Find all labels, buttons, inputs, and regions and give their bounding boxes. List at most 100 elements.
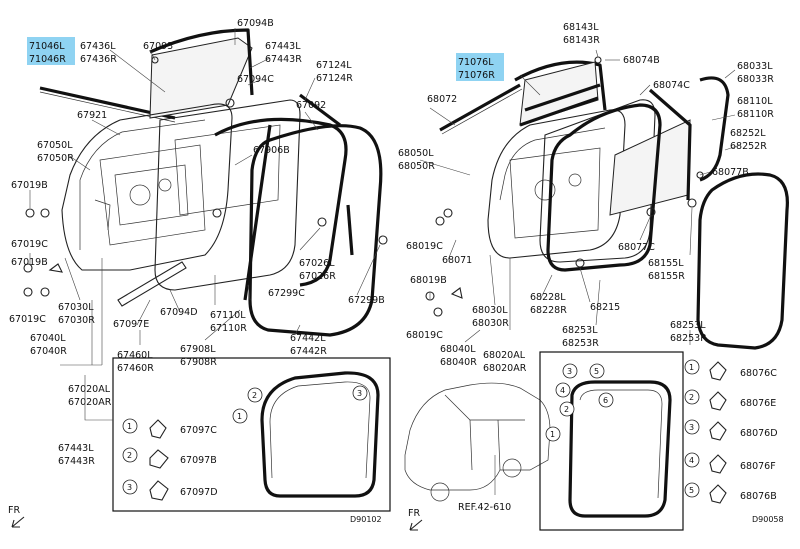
part-label: 67442R: [290, 346, 327, 357]
front-door-weatherstrip: [214, 117, 348, 287]
part-label: 67299C: [268, 288, 305, 299]
front-door-lower-molding: [117, 261, 187, 307]
highlight-box-front: [27, 37, 75, 65]
front-inset-box: [112, 357, 391, 512]
part-label: 68252R: [730, 141, 767, 152]
part-label: 68074C: [653, 80, 690, 91]
part-label: 68072: [427, 94, 457, 105]
rear-inset-callouts: 3 5 4 6 2 1: [545, 363, 614, 442]
part-label: 67019B: [11, 180, 48, 191]
part-label: 68020AR: [483, 363, 527, 374]
part-label: 67050R: [37, 153, 74, 164]
part-label: 68253R: [670, 333, 707, 344]
front-door-assembly: 71046L 71046R 67436L 67436R 67093 67094B…: [8, 18, 391, 528]
part-label: 67097E: [113, 319, 149, 330]
part-label: 67030L: [58, 302, 94, 313]
part-label: 68040L: [440, 344, 476, 355]
rear-glass-channel: [648, 88, 692, 201]
rear-body-weatherstrip: [696, 172, 789, 350]
part-label: 67443R: [58, 456, 95, 467]
part-label: 68071: [442, 255, 472, 266]
part-label: 67050L: [37, 140, 73, 151]
part-label: 68252L: [730, 128, 766, 139]
rear-quarter-seal: [524, 83, 601, 112]
ref-label: REF.42-610: [458, 502, 511, 513]
part-label: 68110L: [737, 96, 773, 107]
part-label: 67097C: [180, 425, 217, 436]
part-label: 68228R: [530, 305, 567, 316]
part-label: 67040R: [30, 346, 67, 357]
svg-text:4: 4: [689, 456, 694, 465]
front-door-glass: [149, 37, 253, 119]
fr-arrow-right: FR: [408, 508, 423, 531]
legend-item-5: 5 68076B: [684, 482, 777, 504]
front-inset-seal: [260, 371, 380, 498]
part-label: 67906B: [253, 145, 290, 156]
highlight-box-rear: [456, 53, 504, 81]
svg-text:2: 2: [689, 393, 694, 402]
rear-door-glass: [519, 61, 599, 126]
leader-lines-left: [29, 28, 381, 366]
part-label: 67443L: [265, 41, 301, 52]
part-label: 67436R: [80, 54, 117, 65]
rear-door-shell: [487, 109, 626, 259]
rear-quarter-seal-2: [519, 96, 599, 127]
part-label: 67442L: [290, 333, 326, 344]
svg-text:2: 2: [564, 405, 569, 414]
part-label: 68228L: [530, 292, 566, 303]
part-label: 67110L: [210, 310, 246, 321]
part-label: 68110R: [737, 109, 774, 120]
svg-text:6: 6: [603, 396, 608, 405]
rear-inset-box: [539, 351, 684, 531]
part-label: 68050R: [398, 161, 435, 172]
part-label-highlight: 71046L: [29, 41, 65, 52]
rear-glass-run: [514, 60, 607, 111]
svg-text:2: 2: [252, 391, 257, 400]
legend-item-2: 2 67097B: [122, 447, 217, 469]
front-door-shell: [61, 103, 233, 271]
callout-circle: [232, 408, 248, 424]
part-label: 67026L: [299, 258, 335, 269]
part-label: 67124R: [316, 73, 353, 84]
part-label: 68040R: [440, 357, 477, 368]
part-label: 68019C: [406, 241, 443, 252]
part-label: 68050L: [398, 148, 434, 159]
part-label: 68077C: [618, 242, 655, 253]
rear-inset-seal: [568, 380, 672, 518]
svg-text:3: 3: [689, 423, 694, 432]
svg-text:3: 3: [357, 389, 362, 398]
svg-text:5: 5: [594, 367, 599, 376]
vehicle-reference-sketch: [404, 382, 551, 502]
part-label: 67908R: [180, 357, 217, 368]
part-label: 67097B: [180, 455, 217, 466]
part-label: 68033L: [737, 61, 773, 72]
part-label: 67020AR: [68, 397, 112, 408]
fastener-clips-left: [23, 56, 388, 297]
part-label: 67124L: [316, 60, 352, 71]
legend-item-1: 1 68076C: [684, 359, 777, 381]
part-label: 67019B: [11, 257, 48, 268]
rear-door-trim-board: [539, 99, 656, 263]
part-label: 68030R: [472, 318, 509, 329]
part-label: 67093: [143, 41, 173, 52]
rear-quarter-glass: [609, 119, 691, 216]
part-label: 68215: [590, 302, 620, 313]
diagram-id: D90102: [350, 515, 382, 524]
part-label: 68033R: [737, 74, 774, 85]
part-label: 67019C: [11, 239, 48, 250]
legend-item-4: 4 68076F: [684, 452, 776, 474]
leader-lines-right: [419, 49, 741, 345]
svg-text:FR: FR: [8, 505, 20, 516]
front-glass-run: [149, 28, 254, 96]
part-label: 67460L: [117, 350, 153, 361]
fr-arrow-left: FR: [8, 505, 25, 528]
svg-text:3: 3: [127, 483, 132, 492]
callout-circle: [352, 385, 368, 401]
front-sash-molding: [299, 93, 341, 127]
part-label: 67019C: [9, 314, 46, 325]
part-label: 67020AL: [68, 384, 111, 395]
part-label: 67094D: [160, 307, 198, 318]
part-label: 68155L: [648, 258, 684, 269]
rear-door-assembly: 71076L 71076R 68143L 68143R 68074B 68072…: [398, 22, 789, 531]
